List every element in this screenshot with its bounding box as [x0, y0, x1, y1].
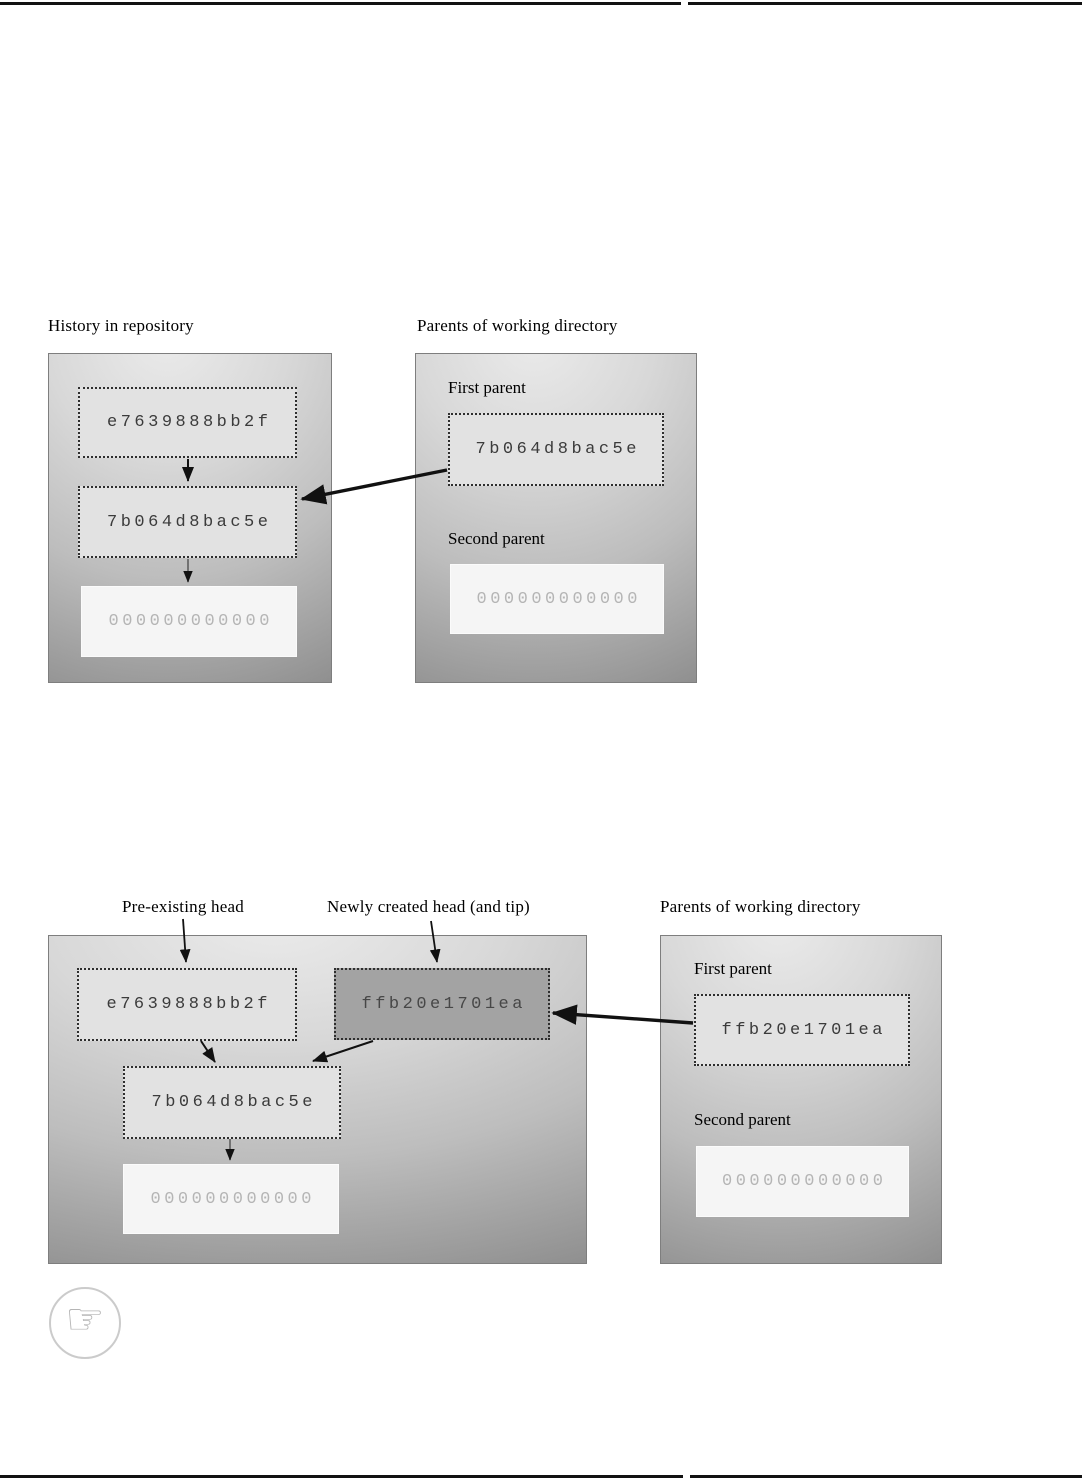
second-parent-node: 000000000000 [696, 1146, 909, 1217]
second-parent-node: 000000000000 [450, 564, 664, 634]
diagram1-parents-panel: First parent 7b064d8bac5e Second parent … [415, 353, 697, 683]
page-footer-rule-left [0, 1475, 683, 1478]
first-parent-label: First parent [694, 959, 772, 978]
note-pointing-hand-icon: ☞ [49, 1287, 121, 1359]
commit-node: 7b064d8bac5e [78, 486, 297, 558]
page-header-rule-left [0, 2, 681, 5]
first-parent-node: 7b064d8bac5e [448, 413, 664, 486]
commit-node-pre-existing-head: e7639888bb2f [77, 968, 297, 1041]
diagram2-parents-title: Parents of working directory [660, 897, 861, 916]
second-parent-label: Second parent [694, 1110, 791, 1129]
diagram2-parents-panel: First parent ffb20e1701ea Second parent … [660, 935, 942, 1264]
page-header-rule-right [688, 2, 1082, 5]
first-parent-label: First parent [448, 378, 526, 397]
page-footer-rule-right [690, 1475, 1082, 1478]
commit-node: e7639888bb2f [78, 387, 297, 458]
null-commit-node: 000000000000 [123, 1164, 339, 1234]
diagram1-repo-title: History in repository [48, 316, 194, 335]
diagram2-pre-existing-head-label: Pre-existing head [122, 897, 244, 916]
diagram1-repository-panel: e7639888bb2f 7b064d8bac5e 000000000000 [48, 353, 332, 683]
commit-node-new-head: ffb20e1701ea [334, 968, 550, 1040]
first-parent-node: ffb20e1701ea [694, 994, 910, 1066]
diagram2-new-head-label: Newly created head (and tip) [327, 897, 530, 916]
commit-node-ancestor: 7b064d8bac5e [123, 1066, 341, 1139]
null-commit-node: 000000000000 [81, 586, 297, 657]
pointing-hand-glyph: ☞ [65, 1294, 105, 1345]
second-parent-label: Second parent [448, 529, 545, 548]
diagram1-parents-title: Parents of working directory [417, 316, 618, 335]
diagram2-repository-panel: e7639888bb2f ffb20e1701ea 7b064d8bac5e 0… [48, 935, 587, 1264]
